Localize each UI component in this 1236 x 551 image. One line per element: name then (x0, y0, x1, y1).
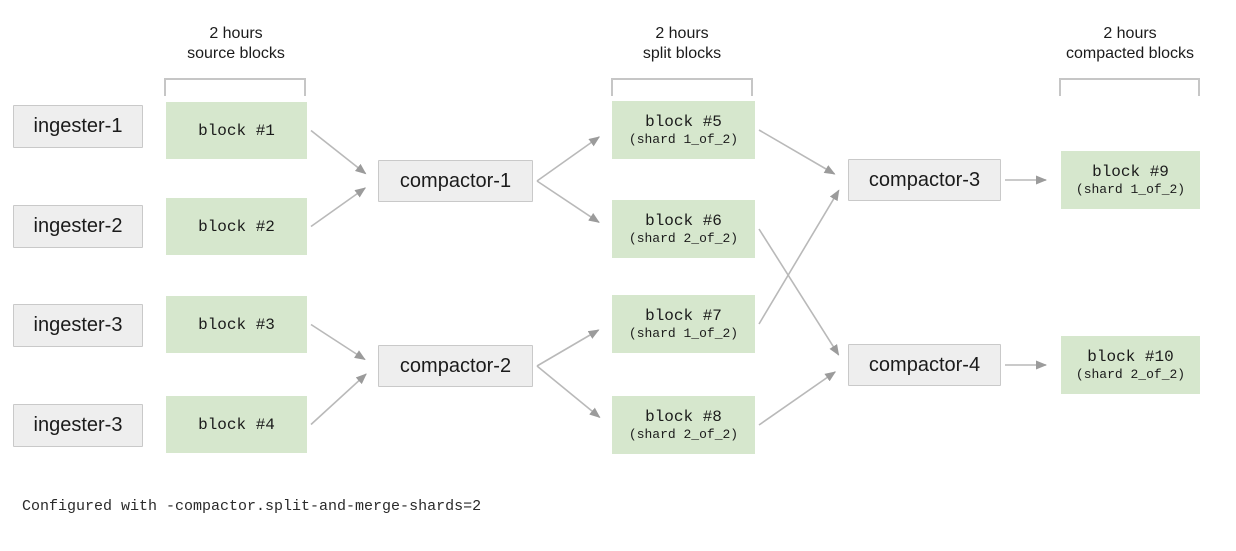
compactor-node-3: compactor-3 (848, 159, 1001, 201)
arrow-b8-to-c4 (758, 371, 837, 426)
block-1-label: block #1 (198, 121, 275, 140)
arrow-b4-to-c2 (310, 373, 367, 426)
compactor-3-label: compactor-3 (868, 168, 981, 191)
arrow-b6-to-c4 (758, 228, 840, 356)
block-9-label: block #9 (1092, 163, 1169, 181)
split-header-line2: split blocks (642, 45, 722, 62)
source-range-bracket-icon (164, 78, 306, 96)
arrow-c2-to-b8 (536, 365, 601, 419)
block-5-shard: (shard 1_of_2) (628, 132, 739, 147)
compactor-2-label: compactor-2 (399, 354, 512, 377)
compacted-block-9: block #9 (shard 1_of_2) (1061, 151, 1200, 209)
config-footnote: Configured with -compactor.split-and-mer… (22, 498, 482, 515)
split-range-bracket-icon (611, 78, 753, 96)
compacted-blocks-header: 2 hours compacted blocks (1040, 24, 1220, 64)
arrow-c2-to-b7 (536, 329, 600, 367)
block-5-label: block #5 (645, 113, 722, 131)
block-4-label: block #4 (198, 415, 275, 434)
arrow-c1-to-b5 (536, 136, 601, 182)
block-3-label: block #3 (198, 315, 275, 334)
block-7-shard: (shard 1_of_2) (628, 326, 739, 341)
block-6-shard: (shard 2_of_2) (628, 231, 739, 246)
ingester-4-label: ingester-3 (33, 414, 123, 436)
ingester-3-label: ingester-3 (33, 314, 123, 336)
block-7-label: block #7 (645, 307, 722, 325)
block-8-label: block #8 (645, 408, 722, 426)
block-2-label: block #2 (198, 217, 275, 236)
compacted-header-line1: 2 hours (1103, 25, 1157, 42)
compactor-node-1: compactor-1 (378, 160, 533, 202)
compactor-4-label: compactor-4 (868, 353, 981, 376)
arrow-b5-to-c3 (758, 129, 836, 175)
ingester-1-label: ingester-1 (33, 115, 123, 137)
compacted-block-10: block #10 (shard 2_of_2) (1061, 336, 1200, 394)
ingester-node-1: ingester-1 (13, 105, 143, 148)
source-block-1: block #1 (166, 102, 307, 159)
arrow-b1-to-c1 (310, 129, 367, 175)
block-9-shard: (shard 1_of_2) (1075, 182, 1186, 197)
ingester-2-label: ingester-2 (33, 215, 123, 237)
arrow-b2-to-c1 (310, 187, 367, 228)
split-block-7: block #7 (shard 1_of_2) (612, 295, 755, 353)
source-block-4: block #4 (166, 396, 307, 453)
source-blocks-header: 2 hours source blocks (146, 24, 326, 64)
block-10-shard: (shard 2_of_2) (1075, 367, 1186, 382)
block-10-label: block #10 (1087, 348, 1174, 366)
source-header-line1: 2 hours (209, 25, 263, 42)
arrow-c1-to-b6 (536, 180, 600, 223)
split-block-6: block #6 (shard 2_of_2) (612, 200, 755, 258)
arrow-b7-to-c3 (758, 189, 840, 325)
split-blocks-header: 2 hours split blocks (592, 24, 772, 64)
arrow-b3-to-c2 (310, 323, 366, 361)
compactor-node-4: compactor-4 (848, 344, 1001, 386)
source-block-2: block #2 (166, 198, 307, 255)
split-header-line1: 2 hours (655, 25, 709, 42)
source-block-3: block #3 (166, 296, 307, 353)
source-header-line2: source blocks (187, 45, 285, 62)
compacted-range-bracket-icon (1059, 78, 1200, 96)
compactor-node-2: compactor-2 (378, 345, 533, 387)
ingester-node-4: ingester-3 (13, 404, 143, 447)
block-8-shard: (shard 2_of_2) (628, 427, 739, 442)
split-block-5: block #5 (shard 1_of_2) (612, 101, 755, 159)
block-6-label: block #6 (645, 212, 722, 230)
ingester-node-3: ingester-3 (13, 304, 143, 347)
split-block-8: block #8 (shard 2_of_2) (612, 396, 755, 454)
compactor-1-label: compactor-1 (399, 169, 512, 192)
compacted-header-line2: compacted blocks (1065, 45, 1195, 62)
ingester-node-2: ingester-2 (13, 205, 143, 248)
